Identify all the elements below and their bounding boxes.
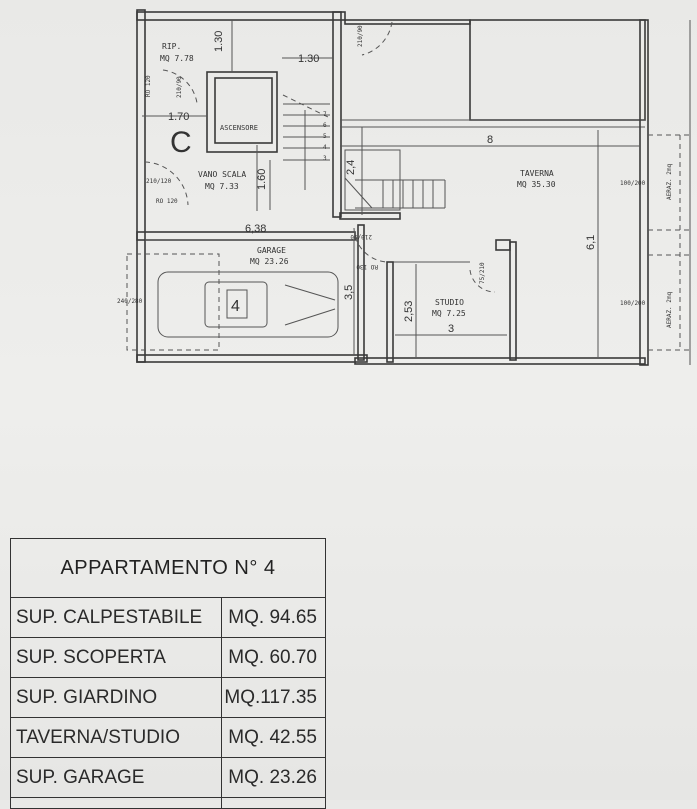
door-tags: 210/90 210/90 210/120 RO 120 240/280 210… bbox=[117, 25, 673, 328]
svg-text:100/200: 100/200 bbox=[620, 180, 646, 187]
row-label: SUP. CALPESTABILE bbox=[11, 598, 222, 637]
room-name-garage: GARAGE bbox=[257, 246, 286, 255]
room-name-studio: STUDIO bbox=[435, 298, 464, 307]
svg-text:3: 3 bbox=[323, 155, 327, 162]
svg-text:240/280: 240/280 bbox=[117, 298, 143, 305]
room-name-vano-scala: VANO SCALA bbox=[198, 170, 246, 179]
table-title: APPARTAMENTO N° 4 bbox=[11, 539, 325, 598]
row-label: TAVERNA/STUDIO bbox=[11, 718, 222, 757]
svg-text:6,38: 6,38 bbox=[245, 223, 266, 235]
row-value: MQ. 23.26 bbox=[228, 766, 317, 788]
area-summary-table: APPARTAMENTO N° 4 SUP. CALPESTABILE MQ. 9… bbox=[10, 538, 326, 809]
svg-text:1.30: 1.30 bbox=[213, 31, 225, 52]
svg-text:2,53: 2,53 bbox=[403, 301, 415, 322]
svg-text:210/90: 210/90 bbox=[176, 76, 183, 98]
svg-text:6: 6 bbox=[323, 122, 327, 129]
room-name-rip: RIP. bbox=[162, 42, 181, 51]
svg-text:AERAZ. 2mq: AERAZ. 2mq bbox=[666, 163, 673, 200]
parking-number: 4 bbox=[231, 298, 240, 315]
svg-text:8: 8 bbox=[487, 134, 493, 146]
svg-text:2,4: 2,4 bbox=[345, 160, 357, 175]
svg-text:1.30: 1.30 bbox=[298, 53, 319, 65]
svg-text:210/120: 210/120 bbox=[146, 178, 172, 185]
dimensions: 1.30 1.30 1.70 1.60 6,38 3,5 8 2,4 6,1 2… bbox=[142, 20, 640, 357]
table-row: SUP. CALPESTABILE MQ. 94.65 bbox=[11, 598, 325, 638]
room-area-vano-scala: MQ 7.33 bbox=[205, 182, 239, 191]
stair-label: C bbox=[170, 126, 192, 159]
room-area-garage: MQ 23.26 bbox=[250, 257, 289, 266]
svg-text:1.60: 1.60 bbox=[256, 169, 268, 190]
row-value: MQ. 60.70 bbox=[228, 646, 317, 668]
svg-text:RO 130: RO 130 bbox=[356, 263, 378, 270]
svg-text:5: 5 bbox=[323, 133, 327, 140]
row-value: MQ. 94.65 bbox=[228, 606, 317, 628]
svg-text:RO 120: RO 120 bbox=[156, 198, 178, 205]
svg-text:210/90: 210/90 bbox=[357, 25, 364, 47]
table-row: SUP. SCOPERTA MQ. 60.70 bbox=[11, 638, 325, 678]
room-area-taverna: MQ 35.30 bbox=[517, 180, 556, 189]
svg-text:3,5: 3,5 bbox=[343, 285, 355, 300]
row-label: SUP. GARAGE bbox=[11, 758, 222, 797]
svg-text:3: 3 bbox=[448, 323, 454, 335]
room-name-ascensore: ASCENSORE bbox=[220, 124, 258, 132]
svg-text:100/200: 100/200 bbox=[620, 300, 646, 307]
row-value: MQ. 42.55 bbox=[228, 726, 317, 748]
svg-text:RO 120: RO 120 bbox=[145, 75, 152, 97]
row-value: MQ.117.35 bbox=[224, 686, 317, 708]
table-row: TAVERNA/STUDIO MQ. 42.55 bbox=[11, 718, 325, 758]
row-label: SUP. SCOPERTA bbox=[11, 638, 222, 677]
svg-text:1.70: 1.70 bbox=[168, 111, 189, 123]
stairs bbox=[269, 94, 446, 211]
svg-text:75/210: 75/210 bbox=[479, 262, 486, 284]
room-name-taverna: TAVERNA bbox=[520, 169, 554, 178]
svg-text:4: 4 bbox=[323, 144, 327, 151]
svg-text:6,1: 6,1 bbox=[585, 235, 597, 250]
row-label: SUP. GIARDINO bbox=[11, 678, 222, 717]
svg-text:AERAZ. 2mq: AERAZ. 2mq bbox=[666, 291, 673, 328]
svg-text:210/90: 210/90 bbox=[350, 233, 372, 240]
table-row: SUP. GARAGE MQ. 23.26 bbox=[11, 758, 325, 798]
door-swings bbox=[144, 21, 496, 293]
room-area-studio: MQ 7.25 bbox=[432, 309, 466, 318]
room-area-rip: MQ 7.78 bbox=[160, 54, 194, 63]
svg-text:7: 7 bbox=[323, 111, 327, 118]
car-icon bbox=[126, 253, 339, 351]
